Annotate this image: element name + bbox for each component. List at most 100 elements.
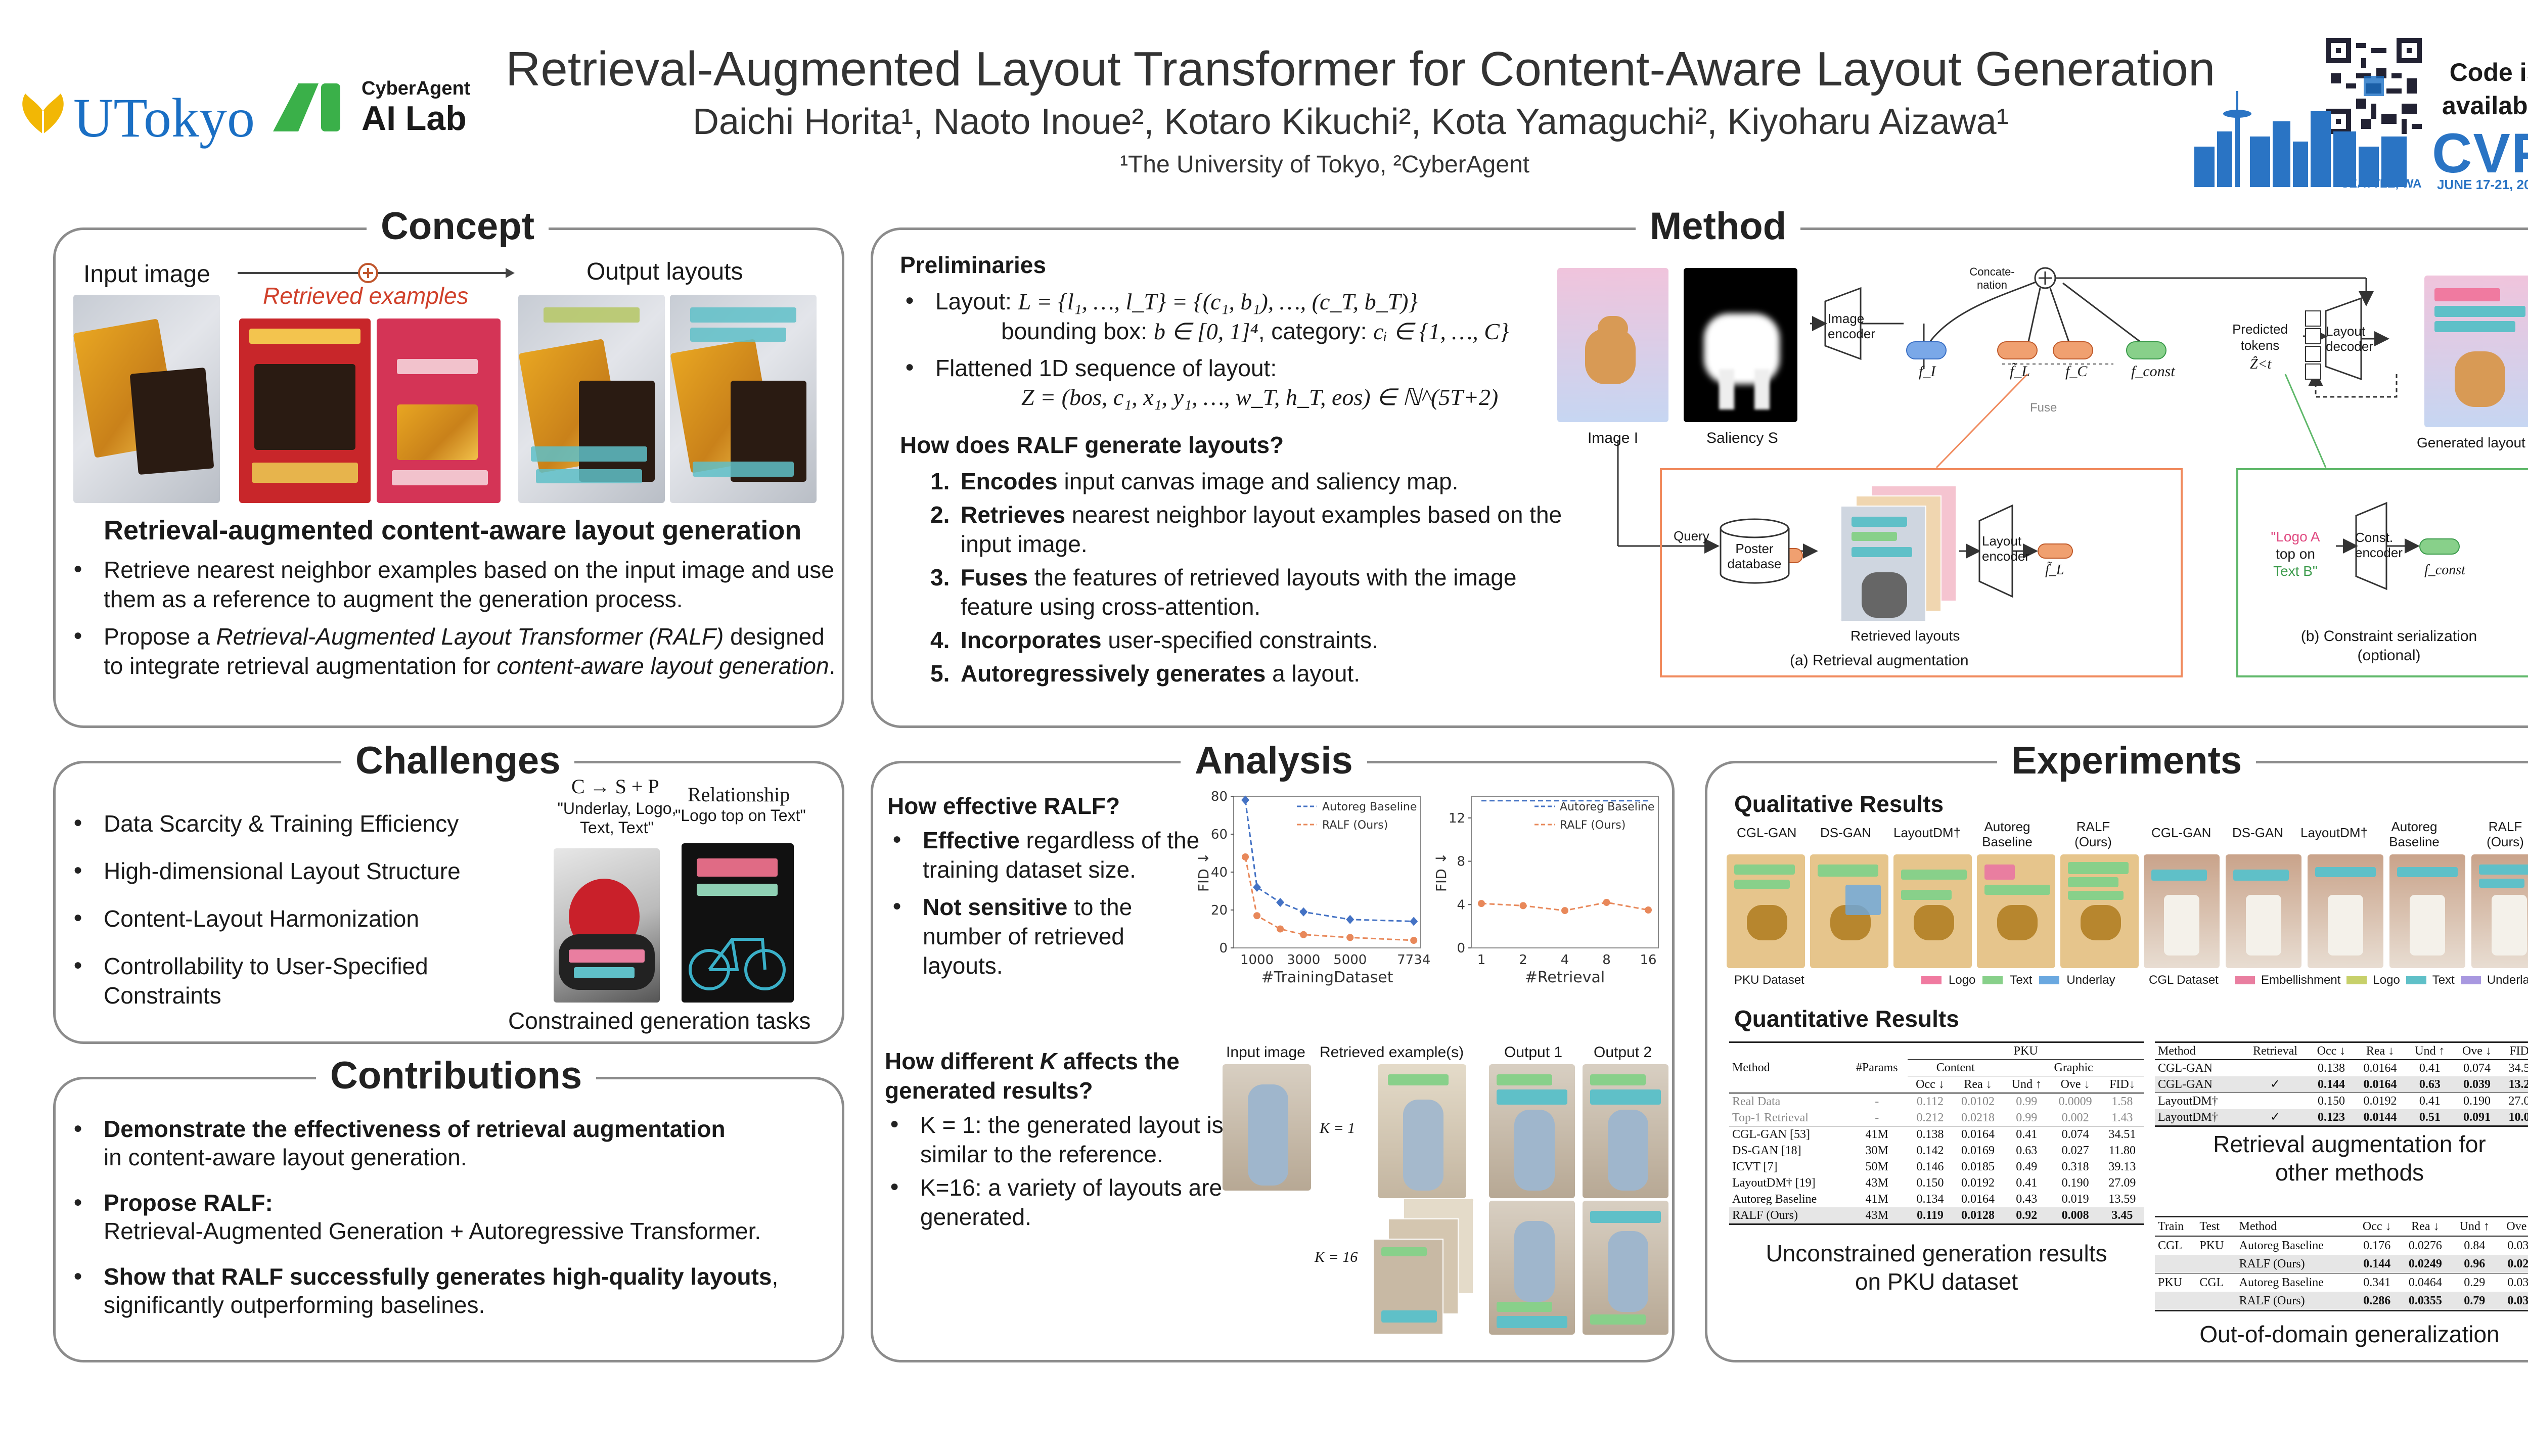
retrieval-aug-caption: (a) Retrieval augmentation (1790, 652, 1969, 669)
concept-bullet-1: Retrieve nearest neighbor examples based… (68, 555, 837, 614)
predicted-tokens-label: Predicted tokens (2232, 322, 2288, 353)
c2sp-desc: "Underlay, Logo, Text, Text" (557, 799, 676, 837)
analysis-title: Analysis (1181, 738, 1367, 784)
constraint-caption: (b) Constraint serialization (optional) (2300, 628, 2477, 664)
analysis-q2: How different K affects the generated re… (885, 1046, 1229, 1232)
col-input-label: Input image (1226, 1044, 1305, 1061)
f-l-label: f̃_L (2010, 363, 2030, 380)
utokyo-logo: UTokyo (15, 76, 258, 152)
cyberagent-mark-icon (273, 83, 340, 131)
step-1: 1.Encodes input canvas image and salienc… (930, 468, 1459, 494)
concept-title: Concept (367, 204, 549, 249)
table2-header: Und ↑ (2415, 1044, 2445, 1058)
data-point-baseline (1346, 915, 1355, 924)
affiliations: ¹The University of Tokyo, ²CyberAgent (1120, 151, 1530, 178)
data-point-ralf (1478, 900, 1485, 907)
data-point-baseline (1241, 795, 1250, 805)
pku-qual-images (1727, 854, 2141, 968)
x-tick-label: 16 (1640, 952, 1656, 968)
analysis-q1: How effective RALF? Effective regardless… (887, 791, 1211, 980)
f-c-label: f_C (2065, 363, 2088, 380)
x-tick-label: 7734 (1397, 952, 1430, 968)
q2-bullet-2: K=16: a variety of layouts are generated… (885, 1173, 1229, 1232)
generated-layout-label: Generated layout Ẑ (2417, 435, 2528, 450)
x-tick-label: 1000 (1240, 952, 1274, 968)
preliminaries-heading: Preliminaries (900, 252, 1046, 278)
concept-heading: Retrieval-augmented content-aware layout… (104, 515, 802, 545)
table-unconstrained: Method #Params PKU Content Graphic Occ ↓… (1729, 1041, 2144, 1296)
table3-header: Method (2239, 1220, 2277, 1233)
database-icon (1720, 518, 1790, 584)
token-f-l (1997, 341, 2038, 359)
output-layout-2 (670, 295, 817, 503)
table2-header: Retrieval (2252, 1044, 2297, 1058)
y-tick-label: 0 (1457, 941, 1465, 956)
contributions-title: Contributions (316, 1053, 597, 1099)
output-layouts-label: Output layouts (586, 258, 743, 285)
series-line-ralf (1244, 856, 1414, 941)
method-text: Preliminaries Layout: L = {l₁, …, l_T} =… (900, 250, 1572, 688)
k1-retrieved (1378, 1064, 1466, 1198)
data-point-ralf (1253, 912, 1261, 920)
generated-layout-image (2424, 276, 2528, 427)
constraint-text: "Logo A top on Text B" (2271, 529, 2320, 579)
challenges-list: Data Scarcity & Training Efficiency High… (68, 809, 523, 1010)
how-heading: How does RALF generate layouts? (900, 432, 1284, 458)
flat-eq: Z = (bos, c₁, x₁, y₁, …, w_T, h_T, eos) … (1021, 384, 1499, 410)
y-tick-label: 0 (1219, 941, 1228, 956)
experiments-title: Experiments (1997, 738, 2256, 784)
layout-def: Layout: L = {l₁, …, l_T} = {(c₁, b₁), …,… (900, 287, 1572, 316)
data-point-ralf (1519, 902, 1527, 909)
data-point-ralf (1645, 906, 1652, 914)
table2-header: Occ ↓ (2317, 1044, 2346, 1058)
f-const-label: f_const (2131, 363, 2175, 380)
poster-title: Retrieval-Augmented Layout Transformer f… (506, 42, 2216, 96)
motorbike-image (554, 848, 660, 1003)
x-axis-label: #TrainingDataset (1261, 969, 1393, 986)
data-point-baseline (1410, 917, 1418, 926)
y-tick-label: 80 (1211, 789, 1228, 804)
ginkgo-icon (22, 94, 64, 134)
const-encoder: Const. encoder (2355, 530, 2403, 560)
qr-code[interactable] (2326, 38, 2422, 134)
x-tick-label: 3000 (1287, 952, 1320, 968)
code-available: Code is available! (2442, 58, 2528, 120)
x-tick-label: 2 (1519, 952, 1527, 968)
table3-header: Train (2158, 1220, 2184, 1233)
legend-label: RALF (Ours) (1560, 819, 1626, 832)
cgl-qual-images (2144, 854, 2528, 968)
poster-database-label: Poster database (1727, 541, 1782, 571)
data-point-ralf (1346, 934, 1354, 941)
challenge-item: High-dimensional Layout Structure (68, 856, 523, 886)
challenge-item: Data Scarcity & Training Efficiency (68, 809, 523, 838)
step-list: 1.Encodes input canvas image and salienc… (900, 467, 1572, 688)
legend-label: Autoreg Baseline (1322, 801, 1417, 813)
c2sp-label: C → S + P (571, 775, 659, 798)
k16-retrieved (1373, 1198, 1474, 1337)
image-encoder: Image encoder (1828, 311, 1875, 341)
f-const-label-2: f_const (2424, 562, 2465, 578)
fuse-label: Fuse (2030, 401, 2057, 415)
retrieved-example-2 (377, 318, 501, 503)
table2-header: Rea ↓ (2366, 1044, 2395, 1058)
layout-decoder: Layout decoder (2326, 324, 2373, 354)
qualitative-title: Qualitative Results (1734, 791, 1944, 817)
data-point-ralf (1277, 925, 1284, 933)
k1-output-1 (1489, 1064, 1575, 1198)
k1-output-2 (1583, 1064, 1668, 1198)
token-f-c (2053, 341, 2093, 359)
k-input-image (1223, 1064, 1311, 1191)
relationship-desc: "Logo top on Text" (675, 806, 806, 825)
data-point-ralf (1603, 899, 1610, 906)
f-const-token-2 (2419, 538, 2460, 555)
